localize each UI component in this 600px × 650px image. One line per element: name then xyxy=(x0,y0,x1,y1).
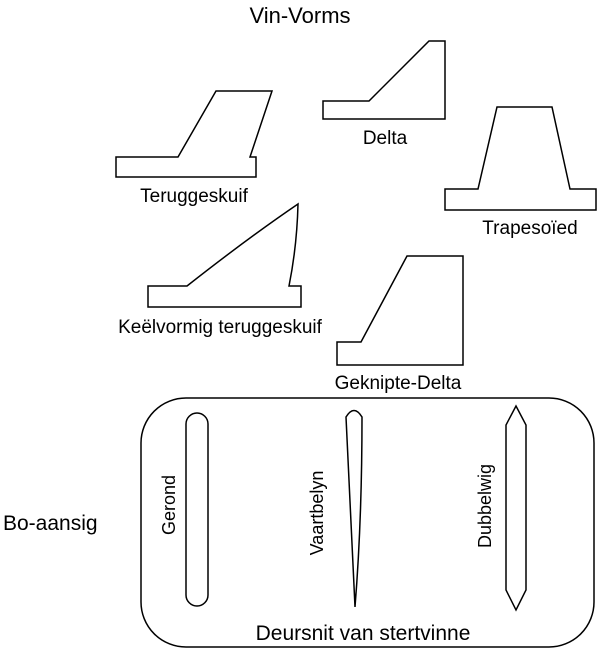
fin-teruggeskuif: Teruggeskuif xyxy=(115,90,274,207)
diagram-title: Vin-Vorms xyxy=(249,3,350,28)
top-view-label: Bo-aansig xyxy=(3,512,98,535)
section-vaartbelyn-label: Vaartbelyn xyxy=(307,471,327,556)
section-dubbelwig: Dubbelwig xyxy=(475,404,527,612)
fin-keelvormig-outline xyxy=(147,202,302,308)
cross-section-frame xyxy=(140,397,595,648)
section-gerond-shape xyxy=(185,412,209,607)
section-dubbelwig-label: Dubbelwig xyxy=(475,464,495,548)
fin-delta: Delta xyxy=(322,40,446,149)
fin-keelvormig-teruggeskuif: Keëlvormig teruggeskuif xyxy=(118,202,323,338)
fin-delta-outline xyxy=(322,40,446,120)
section-gerond-label: Gerond xyxy=(159,475,179,535)
fin-geknipte-delta: Geknipte-Delta xyxy=(335,255,464,394)
section-vaartbelyn: Vaartbelyn xyxy=(307,409,363,608)
section-gerond: Gerond xyxy=(159,412,209,607)
fin-trapesoied-outline xyxy=(444,106,597,211)
section-dubbelwig-shape xyxy=(505,404,527,612)
cross-section-caption: Deursnit van stertvinne xyxy=(256,622,471,645)
fin-keelvormig-label: Keëlvormig teruggeskuif xyxy=(118,317,323,338)
section-vaartbelyn-shape xyxy=(345,409,363,608)
fin-delta-label: Delta xyxy=(363,128,408,149)
fin-trapesoied: Trapesoïed xyxy=(444,106,597,239)
fin-teruggeskuif-label: Teruggeskuif xyxy=(140,186,248,207)
fin-trapesoied-label: Trapesoïed xyxy=(482,218,577,239)
fin-geknipte-delta-label: Geknipte-Delta xyxy=(335,373,462,394)
fin-geknipte-delta-outline xyxy=(336,255,464,366)
fin-teruggeskuif-outline xyxy=(115,90,274,178)
